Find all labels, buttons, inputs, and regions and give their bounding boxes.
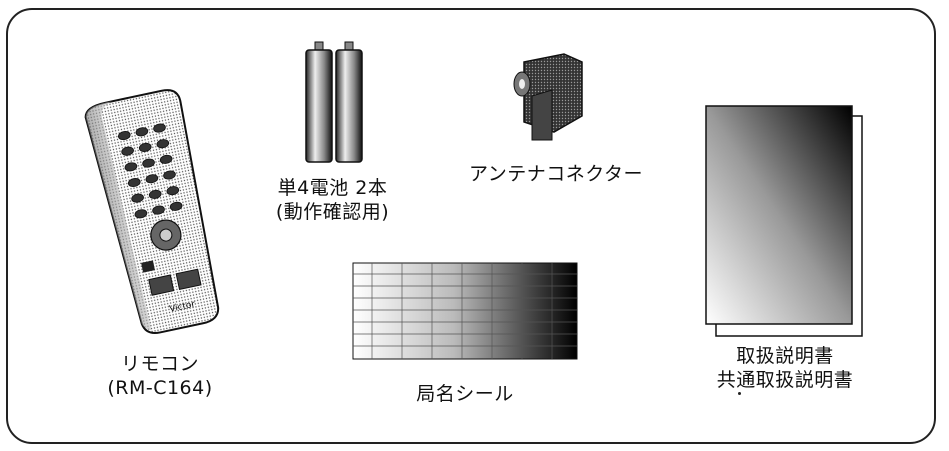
batteries-image: [300, 38, 370, 168]
antenna-connector-image: [504, 48, 594, 143]
station-sticker-image: [352, 262, 578, 360]
batteries-label: 単4電池 2本 (動作確認用): [260, 176, 405, 224]
antenna-connector-label: アンテナコネクター: [469, 163, 643, 185]
remote-control-image: Victor: [70, 88, 230, 348]
batteries-name: 単4電池 2本: [277, 177, 388, 199]
remote-model: (RM-C164): [107, 377, 213, 399]
accessories-frame: [6, 8, 936, 444]
manuals-common: 共通取扱説明書: [716, 369, 854, 391]
dot-mark: [738, 392, 741, 395]
manuals-name: 取扱説明書: [736, 345, 834, 367]
remote-label: リモコン (RM-C164): [100, 352, 220, 400]
remote-name: リモコン: [120, 353, 199, 375]
manuals-image: [704, 104, 866, 340]
batteries-note: (動作確認用): [275, 201, 390, 223]
station-sticker-label: 局名シール: [416, 383, 514, 405]
manuals-label: 取扱説明書 共通取扱説明書: [700, 344, 870, 392]
